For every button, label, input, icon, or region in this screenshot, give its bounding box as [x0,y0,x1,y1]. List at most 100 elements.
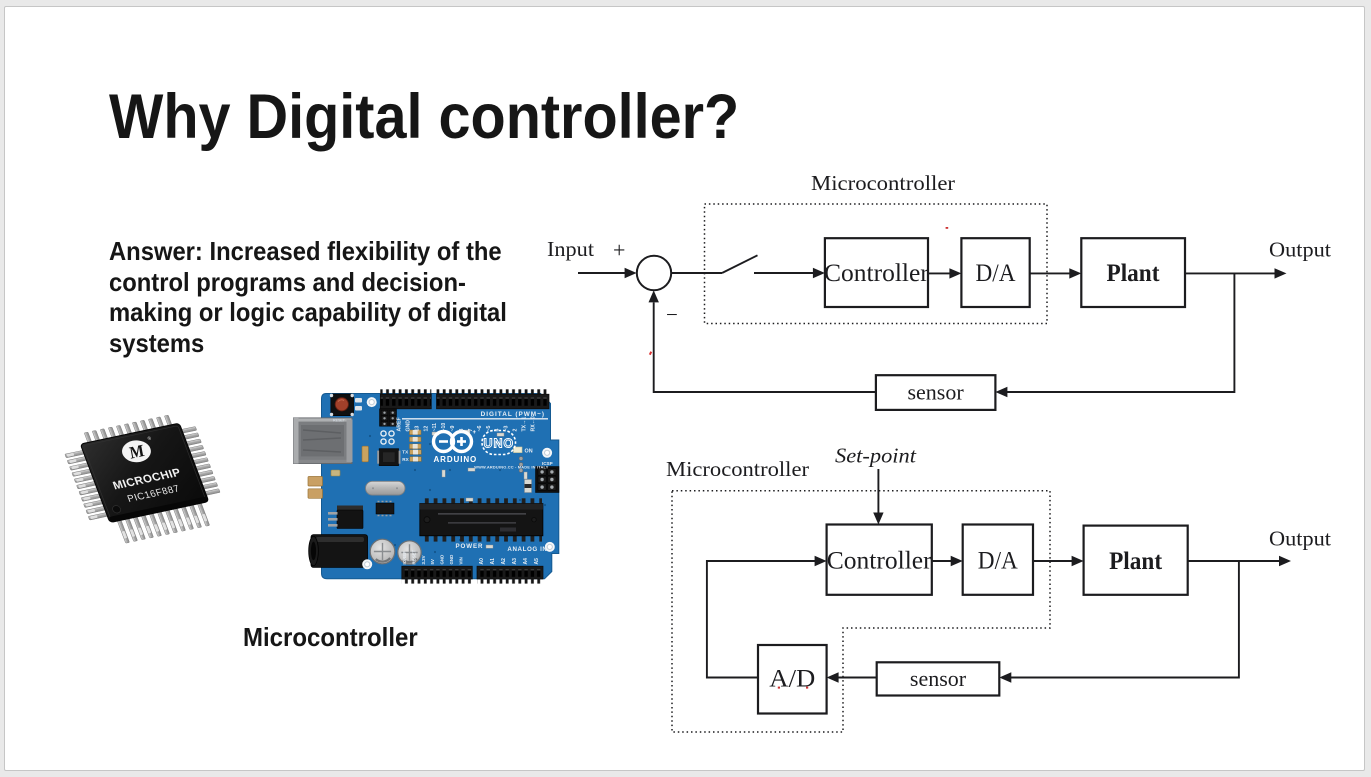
decorative-shape [316,537,364,542]
arduino-photo: RESET ICSP TX RX ON + ARDUINO UNO DIGITA… [293,389,560,584]
pcb-via [428,488,432,492]
arrowhead [1279,555,1291,567]
chip-pin-glint [87,509,96,513]
arrowhead [826,672,839,683]
digital-pin-label: ~3 [504,425,510,431]
chip-pin [81,493,102,502]
signal-line [1007,273,1236,393]
top-controller-label: Controller [824,258,929,287]
decorative-shape [402,557,418,564]
pcb-via [433,550,437,554]
decorative-shape [419,503,543,510]
crystal-dot [372,487,374,490]
tan-component [330,469,341,477]
chip-pin [69,462,90,471]
chip-pin [74,475,95,483]
chip-pin-glint [194,515,200,524]
power-pin-label: RESET [411,550,416,565]
decorative-shape [481,429,517,456]
bottom-da-box [961,523,1035,596]
chip-pin [71,468,92,477]
header-pin-tips [477,578,543,584]
chip-pin-glint [186,517,192,525]
arrowhead [873,512,884,525]
tan-capacitor [307,476,323,487]
digital-header-right [436,393,550,410]
decorative-shape [550,477,554,482]
signal-line [1010,561,1240,679]
soic8-chip [375,500,395,517]
digital-pin-label: 7 [468,429,474,432]
decorative-shape [496,432,505,437]
digital-pin-label: ~9 [450,425,456,431]
solder-pad [355,406,362,411]
slide-canvas [4,6,1365,771]
jp2-pad [380,430,387,437]
mounting-hole-ring [368,399,375,406]
top-da-label: D/A [976,258,1017,287]
arrowhead [648,290,659,303]
bottom-sensor-box [875,661,1001,697]
smd-passive [485,544,494,549]
decorative-shape [383,452,395,462]
chip-pin-glint [138,527,144,535]
bottom-output-label: Output [1269,526,1331,550]
decorative-shape [391,422,394,426]
analog-caption: ANALOG IN [507,546,547,553]
chip-pin [67,456,88,465]
microchip-logo-m: M [125,441,148,462]
top-controller-box [823,237,930,309]
arrowhead [624,267,637,279]
bottom-da-label: D/A [978,545,1019,574]
digital-caption: DIGITAL (PWM~) [481,411,545,418]
decorative-shape [391,411,394,414]
microchip-logo: M® [122,434,152,463]
decorative-shape [540,470,544,474]
slide-title: Why Digital controller? [109,82,740,152]
top-output-label: Output [1269,238,1331,262]
decorative-shape [336,509,364,529]
bottom-controller-label: Controller [827,545,932,574]
decorative-shape [540,485,544,489]
uno-label: UNO [484,436,514,450]
decorative-shape [373,542,392,561]
icsp2-header [379,408,397,427]
bottom-microcontroller-label: Microcontroller [666,457,809,481]
uno-badge: UNO [481,429,517,456]
decorative-shape [383,417,386,420]
signal-line [652,302,876,393]
decorative-shape [383,411,386,414]
pic-chip-photo: M® MICROCHIP PIC16F887 [64,415,221,544]
slide-body-text: Answer: Increased flexibility of the con… [109,236,507,358]
analog-pin-label: A1 [490,558,496,565]
decorative-shape [329,393,334,398]
fuse-component [361,445,369,463]
arrowhead [1071,555,1084,567]
chip-pin-glint [146,525,152,534]
crystal-dot [396,487,398,490]
decorative-shape [524,484,532,488]
bottom-diagram: Microcontroller Set-point Controller D/A… [666,444,1331,733]
decorative-shape [337,505,363,514]
chip-pin-glint [85,502,93,507]
chip-pin-glint [130,529,135,537]
arrowhead [1274,268,1287,279]
made-in-label: WWW.ARDUINO.CC - MADE IN ITALY [474,464,548,469]
chip-pin [85,506,106,514]
digital-pin-label: ~11 [432,423,438,432]
chip-pin1-dimple [112,505,121,514]
decorative-shape [412,430,418,435]
digital-pin-label: 2 [513,429,519,432]
decorative-shape [438,513,526,515]
top-sensor-box [874,374,997,412]
power-caption: POWER [456,543,484,550]
red-speck [777,686,780,689]
pcb-via [498,468,502,472]
rx-label: RX [402,457,409,462]
digital-pin-label: 12 [423,426,429,432]
digital-pin-label: AREF [397,417,403,431]
jp2-pad [388,438,395,445]
decorative-shape [431,429,456,454]
chip-pin [88,512,109,521]
